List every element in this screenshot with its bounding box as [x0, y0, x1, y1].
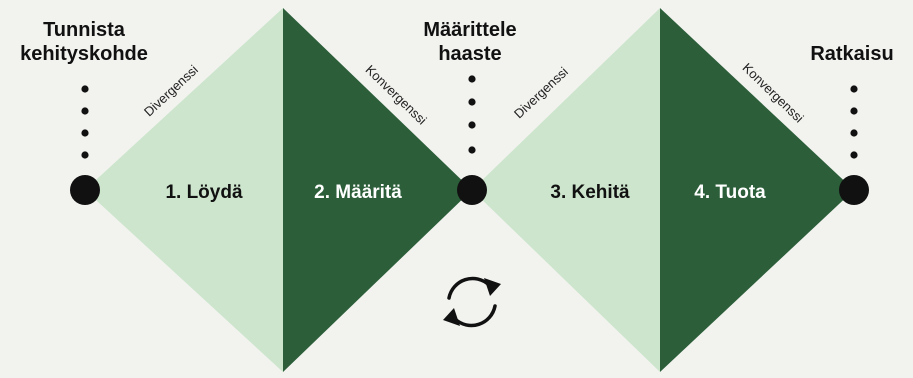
node-start: [70, 175, 100, 205]
phase3-develop-triangle: [472, 8, 660, 372]
dotted-connector-end: [850, 85, 858, 159]
heading-start-line1: Tunnista: [43, 19, 126, 41]
dotted-connector-start: [81, 85, 89, 159]
heading-middle-line2: haaste: [438, 43, 501, 65]
phase4-deliver-triangle: [660, 8, 854, 372]
heading-middle-line1: Määrittele: [423, 19, 516, 41]
heading-start-line2: kehityskohde: [20, 43, 148, 65]
phase-label-3: 3. Kehitä: [550, 182, 630, 203]
refresh-cycle-icon: [443, 276, 501, 328]
phase1-discover-triangle: [85, 8, 283, 372]
phase-label-4: 4. Tuota: [694, 182, 766, 203]
phase-label-1: 1. Löydä: [165, 182, 243, 203]
node-middle: [457, 175, 487, 205]
node-end: [839, 175, 869, 205]
heading-end: Ratkaisu: [810, 43, 893, 65]
phase-label-2: 2. Määritä: [314, 182, 402, 203]
dotted-connector-middle: [468, 75, 476, 154]
phase2-define-triangle: [283, 8, 472, 372]
